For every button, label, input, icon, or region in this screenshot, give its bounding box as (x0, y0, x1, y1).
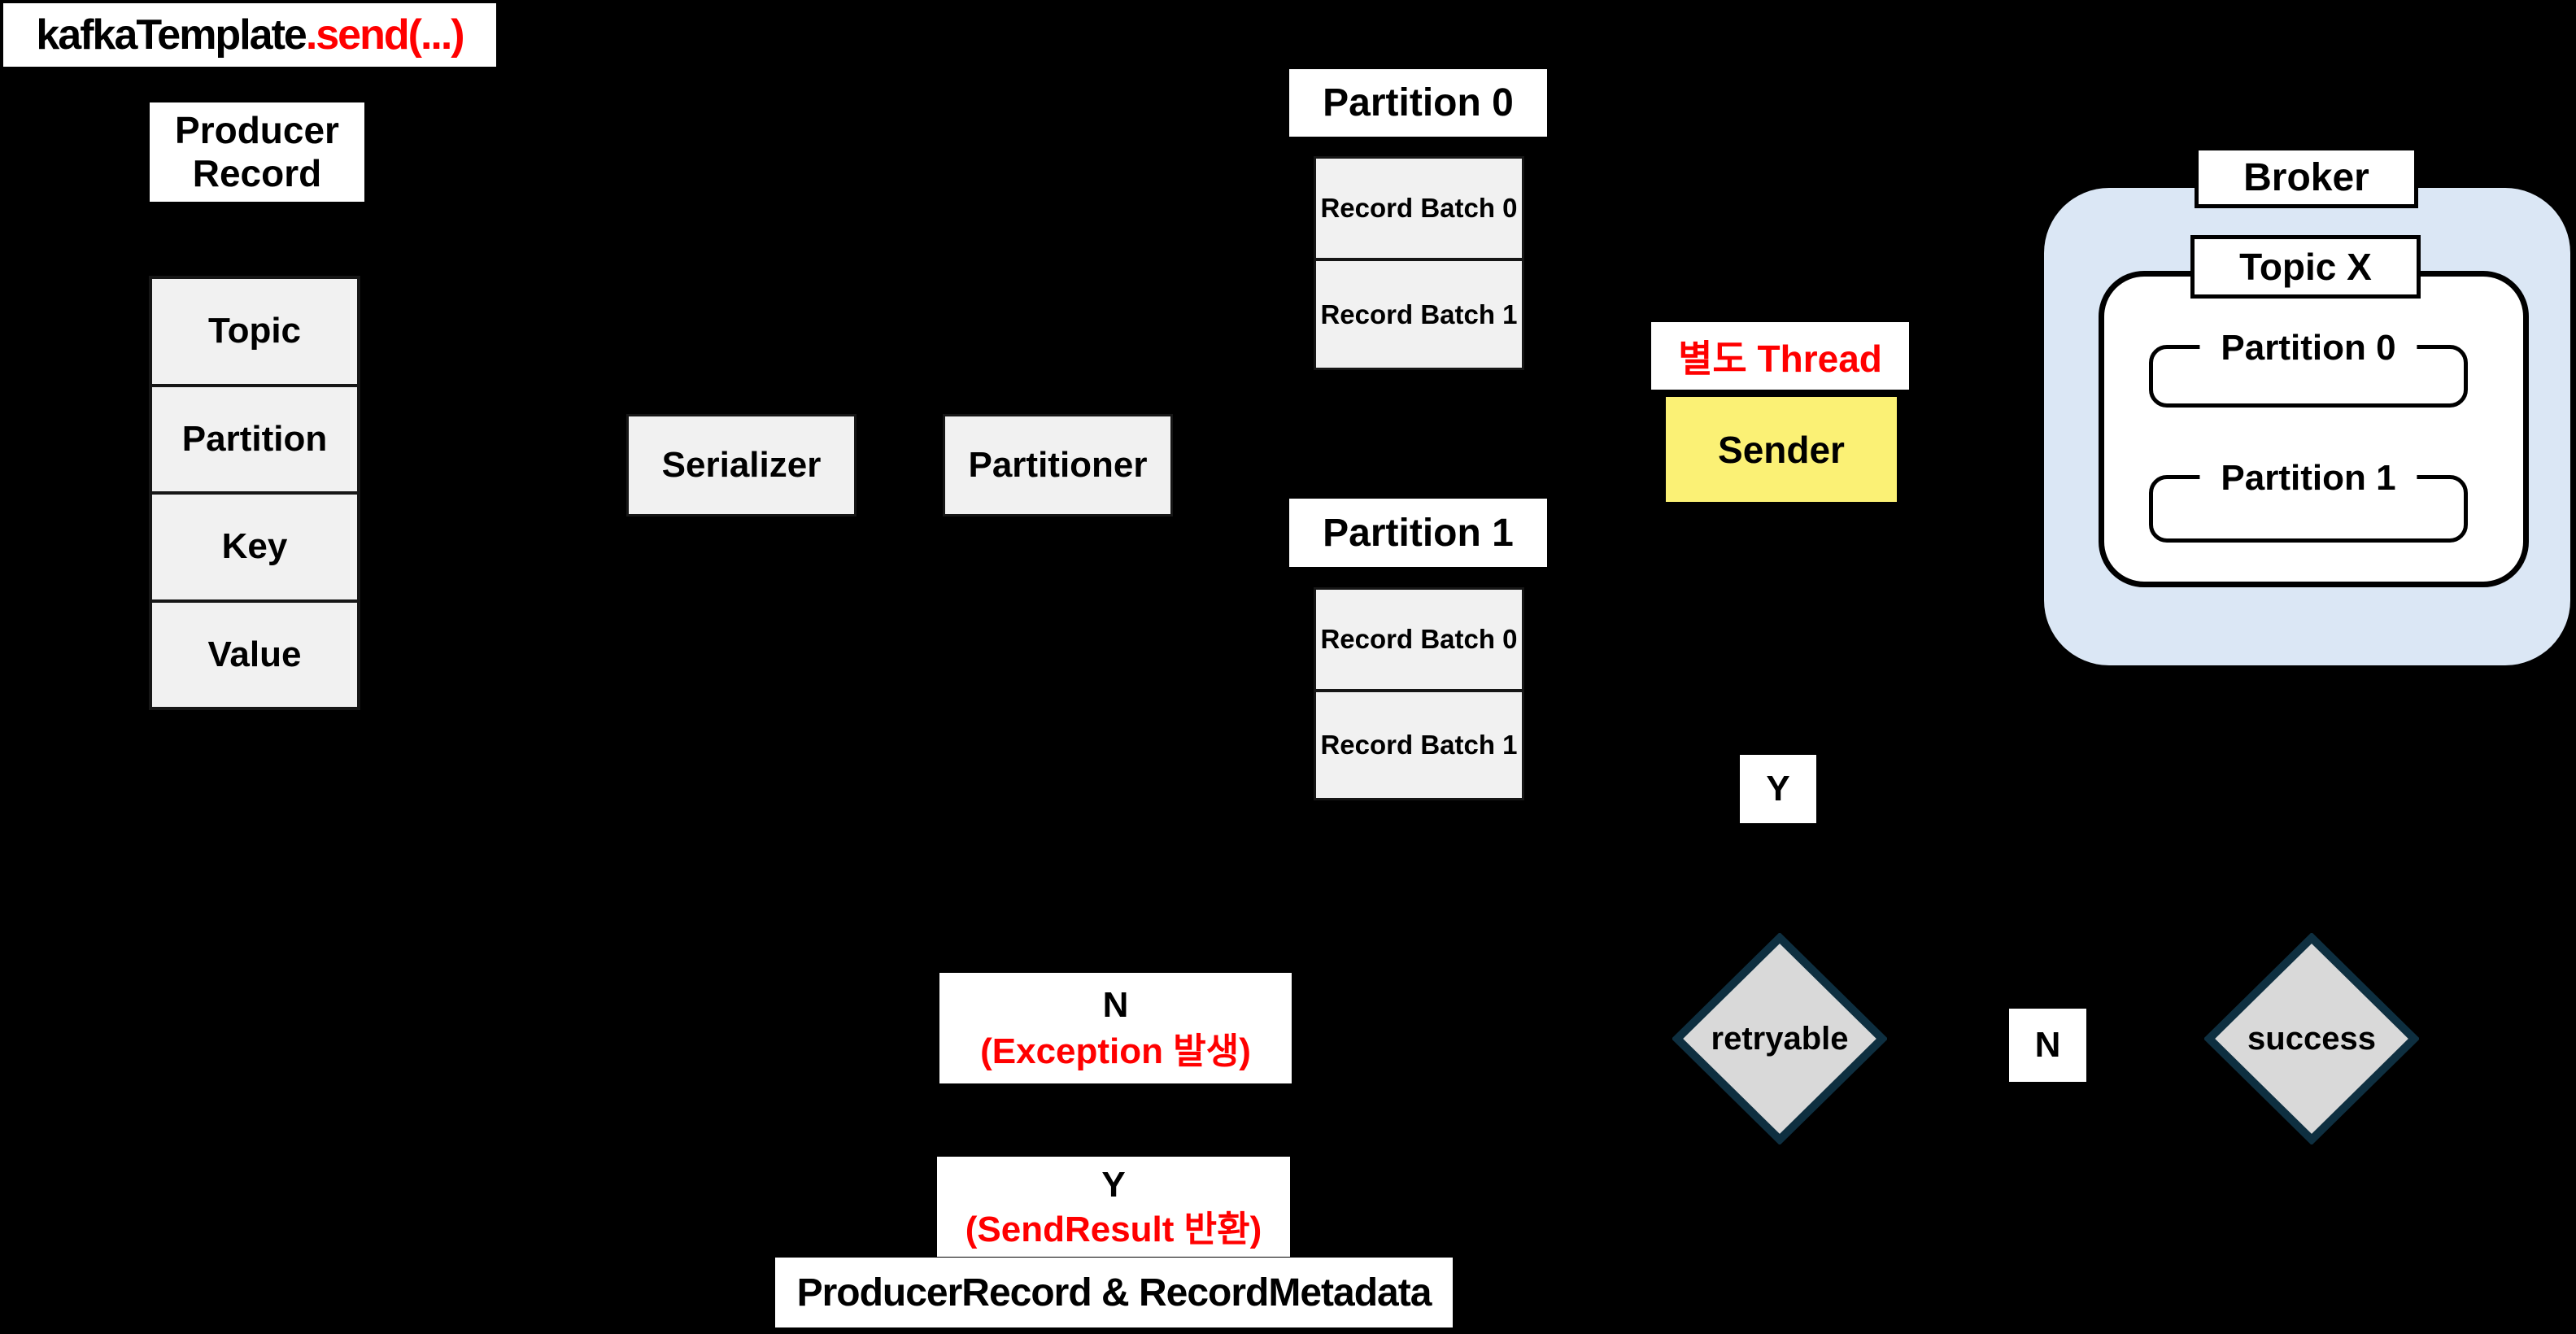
broker-partition-1-bracket: Partition 1 (2149, 453, 2468, 543)
field-key: Key (152, 495, 357, 599)
broker-label-box: Broker (2195, 146, 2418, 208)
topic-x-label-box: Topic X (2190, 235, 2421, 299)
sendresult-note-text: (SendResult 반환) (965, 1209, 1262, 1249)
result-box: ProducerRecord & RecordMetadata (775, 1258, 1453, 1327)
buffer-partition-1-header: Partition 1 (1289, 499, 1547, 567)
field-topic: Topic (152, 279, 357, 384)
exception-note-text: (Exception 발생) (980, 1031, 1251, 1071)
sendresult-note-box: Y (SendResult 반환) (937, 1157, 1290, 1257)
retryable-label: retryable (1711, 1020, 1849, 1057)
exception-note-box: N (Exception 발생) (939, 973, 1292, 1083)
yes-branch-label: Y (1740, 755, 1816, 823)
no-branch-label: N (2009, 1009, 2086, 1082)
sender-box: Sender (1666, 397, 1897, 502)
kafka-template-send-box: kafkaTemplate.send(...) (3, 3, 496, 67)
field-value: Value (152, 602, 357, 707)
field-partition: Partition (152, 386, 357, 491)
separate-thread-note: 별도 Thread (1651, 322, 1909, 390)
producer-record-fields: Topic Partition Key Value (149, 276, 360, 710)
serializer-box: Serializer (626, 414, 856, 517)
send-method-label: .send(...) (305, 11, 465, 59)
partitioner-box: Partitioner (943, 414, 1173, 517)
producer-record-box: Producer Record (150, 102, 364, 202)
broker-partition-0-bracket: Partition 0 (2149, 323, 2468, 408)
retryable-diamond (1672, 933, 1887, 1144)
broker-partition-0-label: Partition 0 (2199, 323, 2417, 373)
buffer-partition-0-header: Partition 0 (1289, 69, 1547, 137)
diamond-shape (1672, 933, 1887, 1144)
success-diamond (2204, 933, 2419, 1144)
buffer-partition-0-record-batch-0: Record Batch 0 (1314, 156, 1524, 260)
diamond-shape (2204, 933, 2419, 1144)
success-label: success (2247, 1020, 2376, 1057)
buffer-partition-1-record-batch-0: Record Batch 0 (1314, 587, 1524, 691)
buffer-partition-0-record-batch-1: Record Batch 1 (1314, 259, 1524, 370)
kafka-template-label: kafkaTemplate (36, 11, 307, 59)
broker-partition-1-label: Partition 1 (2199, 453, 2417, 504)
exception-note-n: N (1102, 984, 1129, 1025)
buffer-partition-1-record-batch-1: Record Batch 1 (1314, 690, 1524, 800)
sendresult-note-y: Y (1101, 1164, 1126, 1205)
